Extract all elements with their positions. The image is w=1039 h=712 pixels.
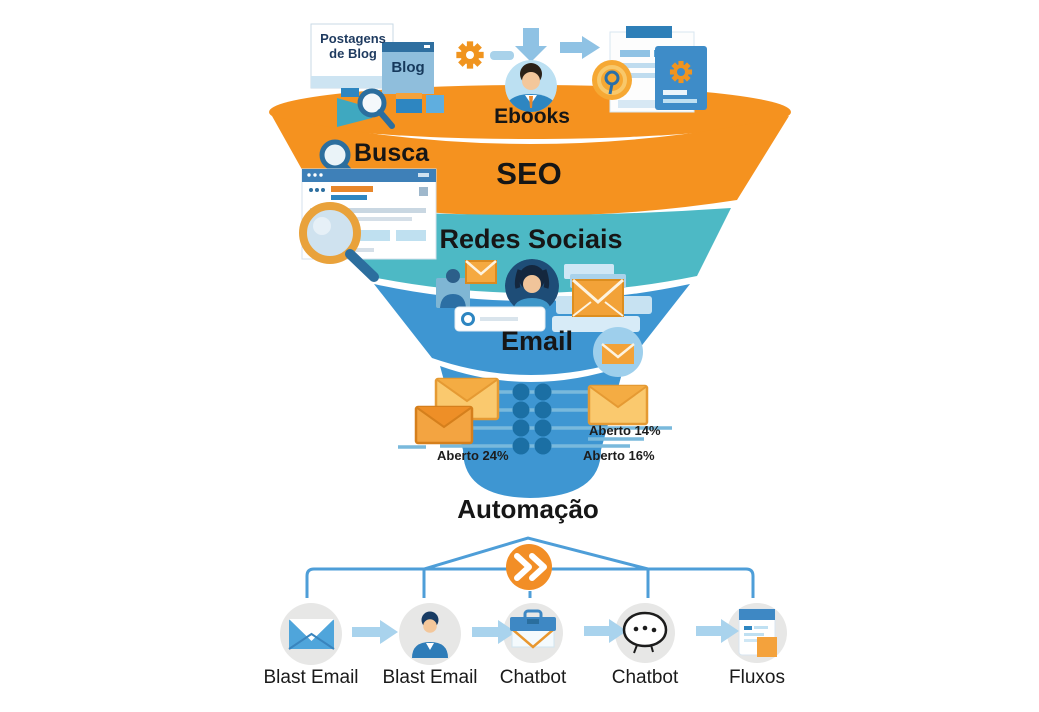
- gear-icon: [456, 41, 514, 69]
- step-label-chatbot-1: Chatbot: [499, 667, 567, 688]
- email-envelope-icon: [414, 405, 474, 445]
- automation-dots: [512, 383, 552, 455]
- person-avatar-icon: [505, 60, 557, 112]
- coin-search-icon: [592, 60, 632, 100]
- settings-document-icon: [655, 46, 707, 110]
- step-label-fluxos: Fluxos: [729, 667, 785, 688]
- search-bar-icon: [454, 306, 546, 332]
- stage-label-seo: SEO: [496, 156, 562, 191]
- search-label: Busca: [354, 139, 430, 167]
- workflow-step-arrows: [352, 619, 739, 644]
- circle-envelope-icon: [593, 327, 643, 377]
- down-arrow-icon: [515, 28, 547, 62]
- open-rate-label: Aberto 24%: [437, 448, 509, 463]
- briefcase-envelope-icon: [510, 609, 556, 649]
- step-label-chatbot-2: Chatbot: [611, 667, 679, 688]
- email-envelope-icon: [587, 384, 649, 426]
- step-label-blast-email-2: Blast Email: [382, 667, 478, 688]
- megaphone-icon: [337, 98, 372, 127]
- large-envelope-icon: [572, 278, 624, 317]
- open-rate-label: Aberto 16%: [583, 448, 655, 463]
- stage-label-ebooks: Ebooks: [494, 105, 570, 128]
- blog-window: [310, 23, 394, 97]
- woman-avatar-icon: [505, 259, 559, 313]
- social-person-icon: [436, 269, 470, 308]
- stage-label-redes-sociais: Redes Sociais: [439, 224, 623, 254]
- blog-tab-label: Blog: [391, 59, 425, 76]
- blog-window-title: Postagens de Blog: [320, 31, 386, 61]
- small-envelope-icon: [465, 260, 497, 284]
- open-rate-label: Aberto 14%: [589, 423, 661, 438]
- speech-bubble-icon: [622, 611, 668, 654]
- large-magnifier-icon: [299, 202, 379, 282]
- person-icon: [412, 611, 448, 658]
- envelope-icon: [288, 619, 335, 650]
- content-blocks-icon: [396, 93, 444, 113]
- automation-title: Automação: [457, 494, 599, 524]
- double-chevron-icon: [506, 544, 552, 590]
- magnifier-icon: [357, 88, 395, 129]
- blog-tab-window: [382, 42, 434, 94]
- right-arrow-icon: [560, 36, 600, 59]
- step-label-blast-email-1: Blast Email: [263, 667, 359, 688]
- document-icon: [738, 608, 777, 657]
- stage-label-email: Email: [500, 326, 574, 356]
